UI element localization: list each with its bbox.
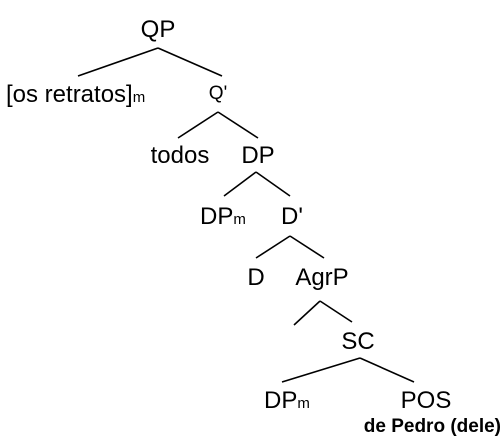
branch-sc-dp-m (281, 357, 361, 383)
branch-q-bar-dp (217, 111, 259, 139)
node-qp: QP (141, 16, 176, 43)
node-os-retratos-index: m (133, 89, 146, 106)
node-dp-m-low: DPm (264, 387, 310, 414)
node-os-retratos: [os retratos]m (6, 81, 145, 108)
node-pos: POS (401, 387, 452, 414)
node-dp-m: DPm (200, 203, 246, 230)
node-pos-gloss: de Pedro (dele) (364, 416, 501, 437)
branch-agrp-triangle-left (293, 300, 321, 326)
node-dp-m-index: m (233, 211, 246, 228)
node-dp-m-low-index: m (297, 395, 310, 412)
branch-d-bar-d (255, 235, 291, 259)
branch-qp-os-retratos (77, 47, 159, 77)
node-d-bar: D' (281, 203, 303, 230)
branch-q-bar-todos (177, 111, 219, 139)
branch-sc-pos (359, 357, 415, 383)
node-dp: DP (241, 142, 274, 169)
node-d: D (247, 264, 264, 291)
tree-branches (77, 47, 415, 383)
branch-qp-q-bar (157, 47, 223, 77)
branch-agrp-sc (319, 300, 353, 323)
node-q-bar: Q' (209, 83, 227, 104)
branch-dp-d-bar (255, 171, 291, 197)
branch-dp-dp-m (223, 171, 257, 197)
node-agrp: AgrP (295, 264, 348, 291)
node-sc: SC (341, 328, 374, 355)
branch-d-bar-agrp (289, 235, 325, 259)
node-todos: todos (151, 142, 210, 169)
tree-nodes: QP [os retratos]m Q' todos DP DPm D' D A… (6, 16, 501, 437)
